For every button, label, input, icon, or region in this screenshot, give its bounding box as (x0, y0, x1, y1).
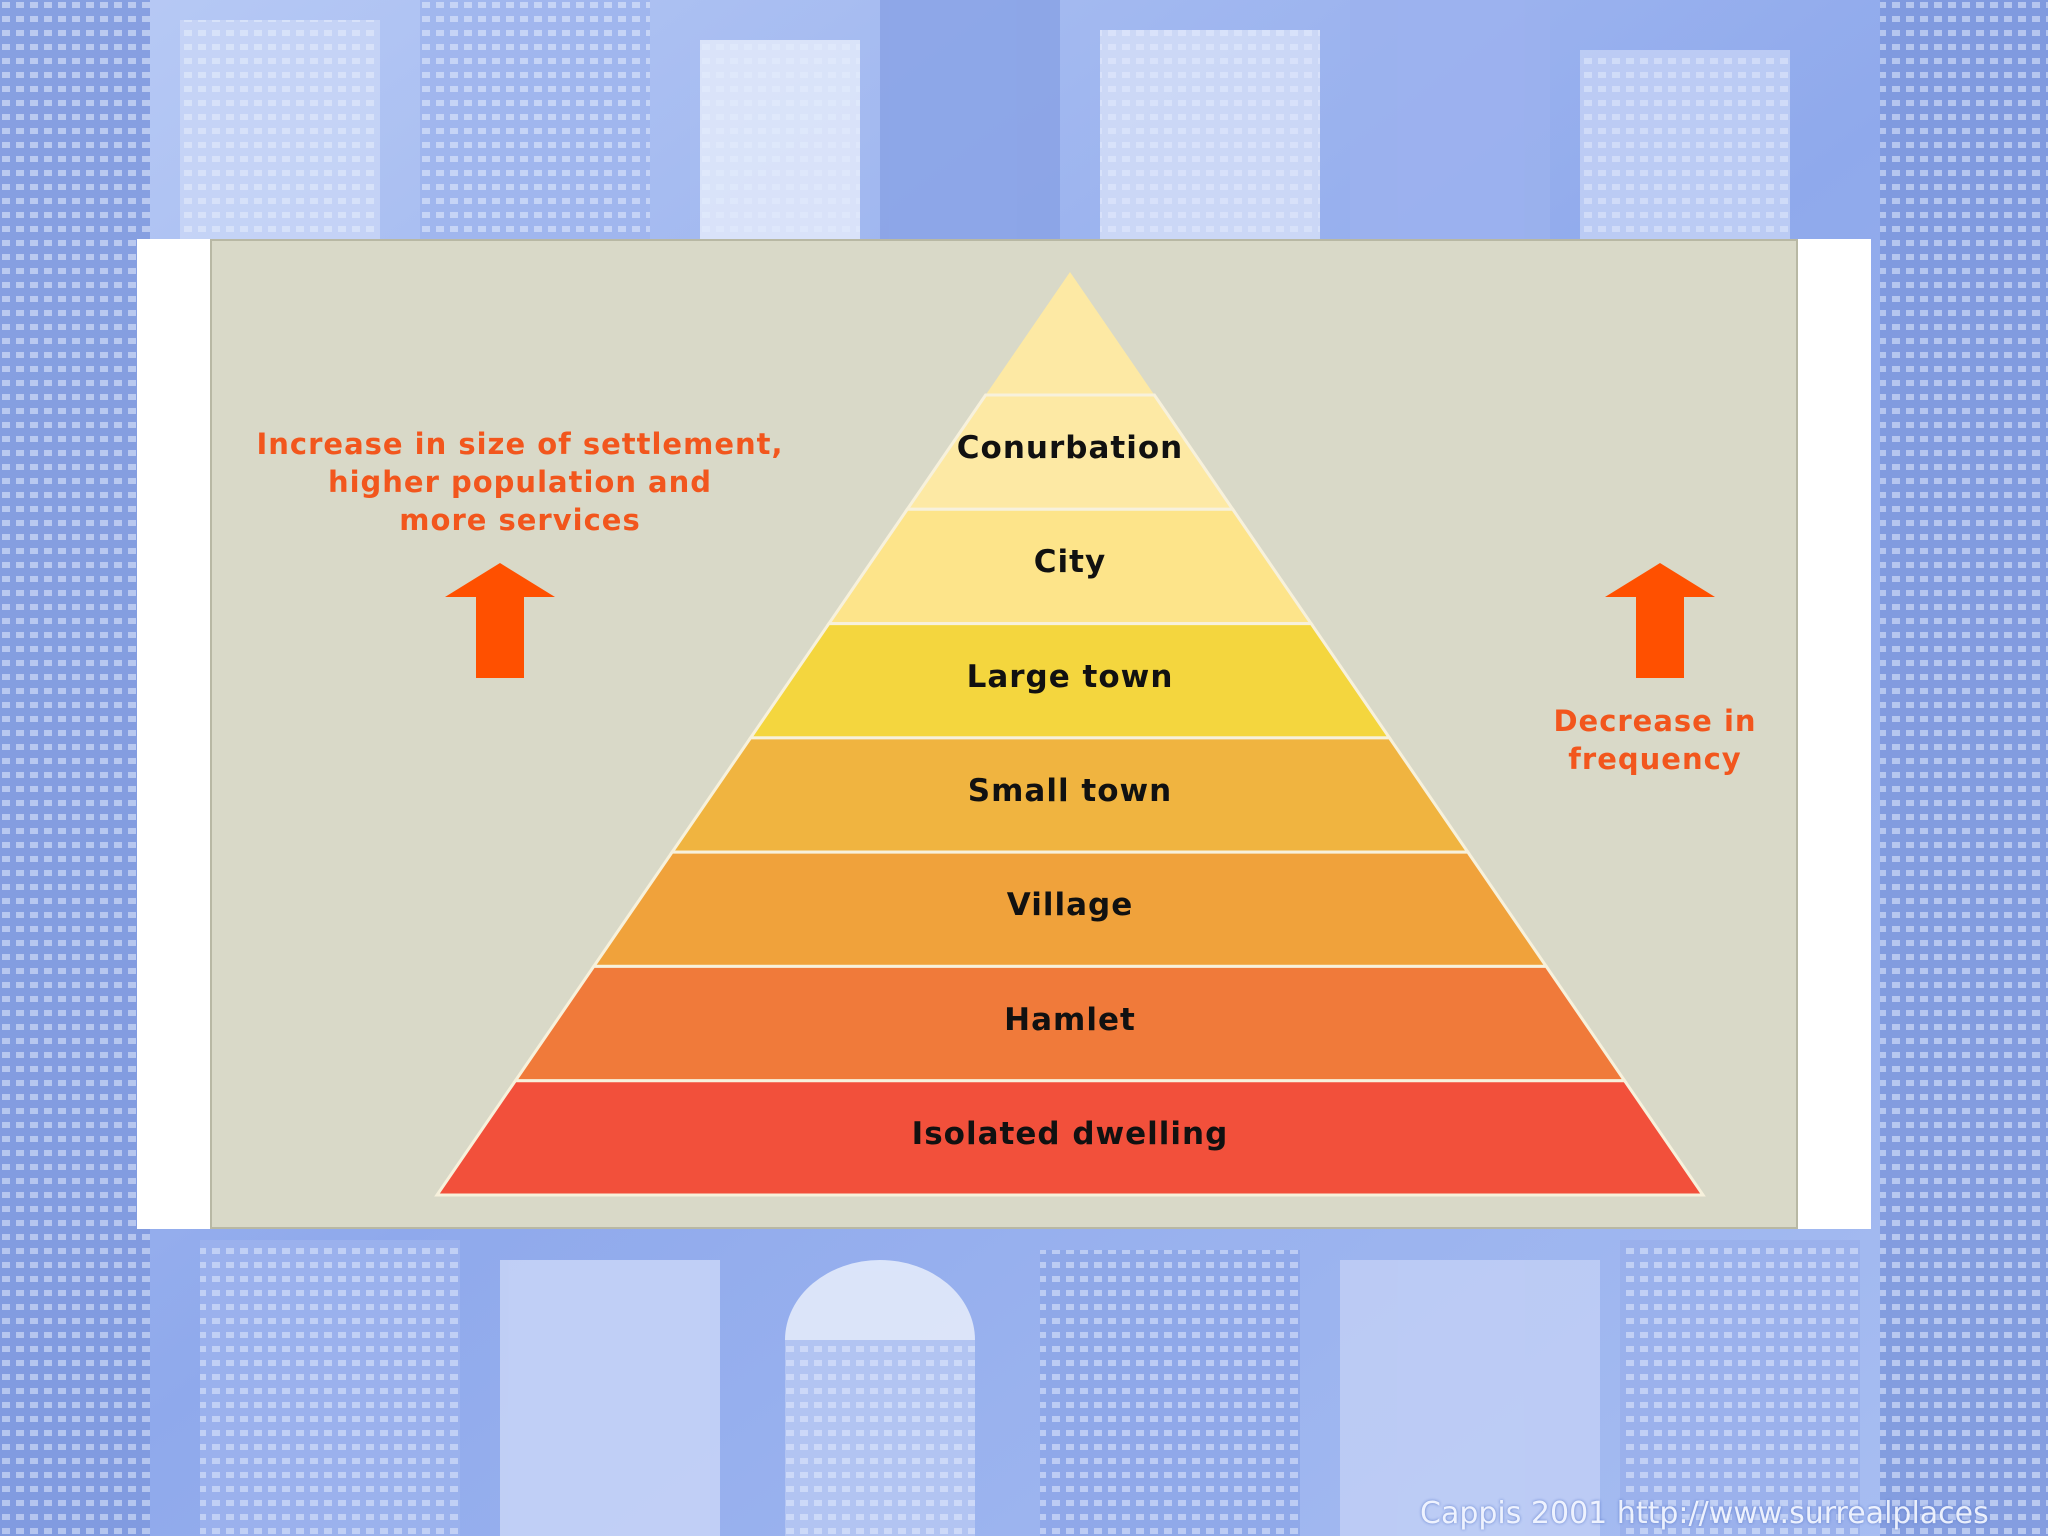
tier-label: Large town (966, 658, 1174, 695)
tier-label: Conurbation (956, 430, 1184, 467)
frequency-annotation: Decrease in frequency (1510, 702, 1800, 778)
pyramid-tier (434, 1079, 1706, 1197)
annotation-line: frequency (1568, 742, 1742, 776)
tier-label: City (1033, 544, 1107, 581)
arrow-up-icon (445, 563, 555, 678)
annotation-line: Increase in size of settlement, (256, 427, 784, 461)
image-credit: Cappis 2001 http://www.surrealplaces (1420, 1496, 1989, 1531)
tier-label: Isolated dwelling (911, 1115, 1229, 1152)
tier-label: Village (1006, 887, 1134, 924)
size-population-services-annotation: Increase in size of settlement, higher p… (220, 425, 820, 539)
pyramid-apex (985, 272, 1155, 395)
annotation-line: Decrease in (1553, 704, 1757, 738)
annotation-line: higher population and (327, 465, 713, 499)
tier-label: Small town (967, 773, 1173, 809)
arrow-up-icon (1605, 563, 1715, 678)
tier-label: Hamlet (1004, 1001, 1136, 1038)
annotation-line: more services (399, 503, 641, 537)
